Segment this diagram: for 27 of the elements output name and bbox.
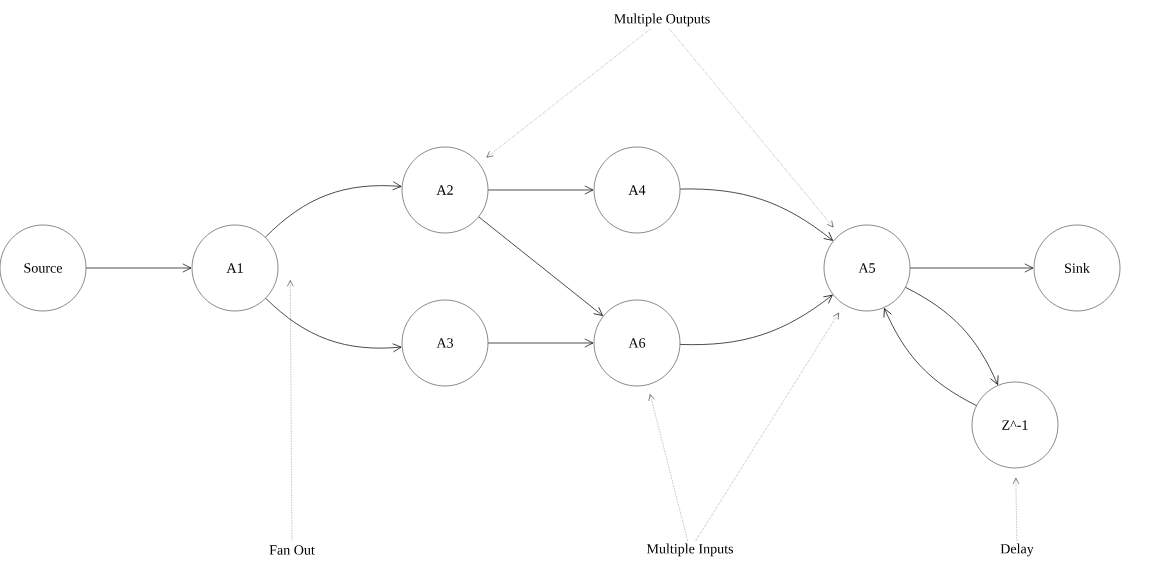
arrow	[487, 185, 594, 195]
circle-node: A5	[823, 224, 911, 312]
annotation-text: Fan Out	[269, 545, 315, 555]
circle-node: A4	[593, 146, 681, 234]
leader-line	[648, 394, 688, 542]
arrow	[478, 216, 603, 316]
annotation-text: Multiple Inputs	[646, 543, 734, 557]
arrow	[905, 287, 999, 385]
arrow	[883, 308, 977, 406]
circle-node: A2	[401, 146, 489, 234]
arrow	[909, 263, 1034, 273]
arrow	[487, 338, 594, 348]
circle-node: A6	[593, 299, 681, 387]
circle-node: A3	[401, 299, 489, 387]
circle-node: Z^-1	[971, 381, 1059, 469]
arrow	[85, 263, 192, 273]
annotation-text: Multiple Outputs	[614, 13, 710, 27]
arrow	[265, 298, 402, 353]
leader-line	[1012, 477, 1020, 542]
arrow	[679, 294, 833, 345]
circle-node: A1	[191, 224, 279, 312]
arrow	[679, 188, 833, 241]
circle-node: Sink	[1033, 224, 1121, 312]
arrow	[265, 181, 402, 238]
leader-line	[695, 312, 839, 542]
leader-line	[287, 280, 294, 541]
annotation-text: Delay	[1000, 543, 1034, 557]
